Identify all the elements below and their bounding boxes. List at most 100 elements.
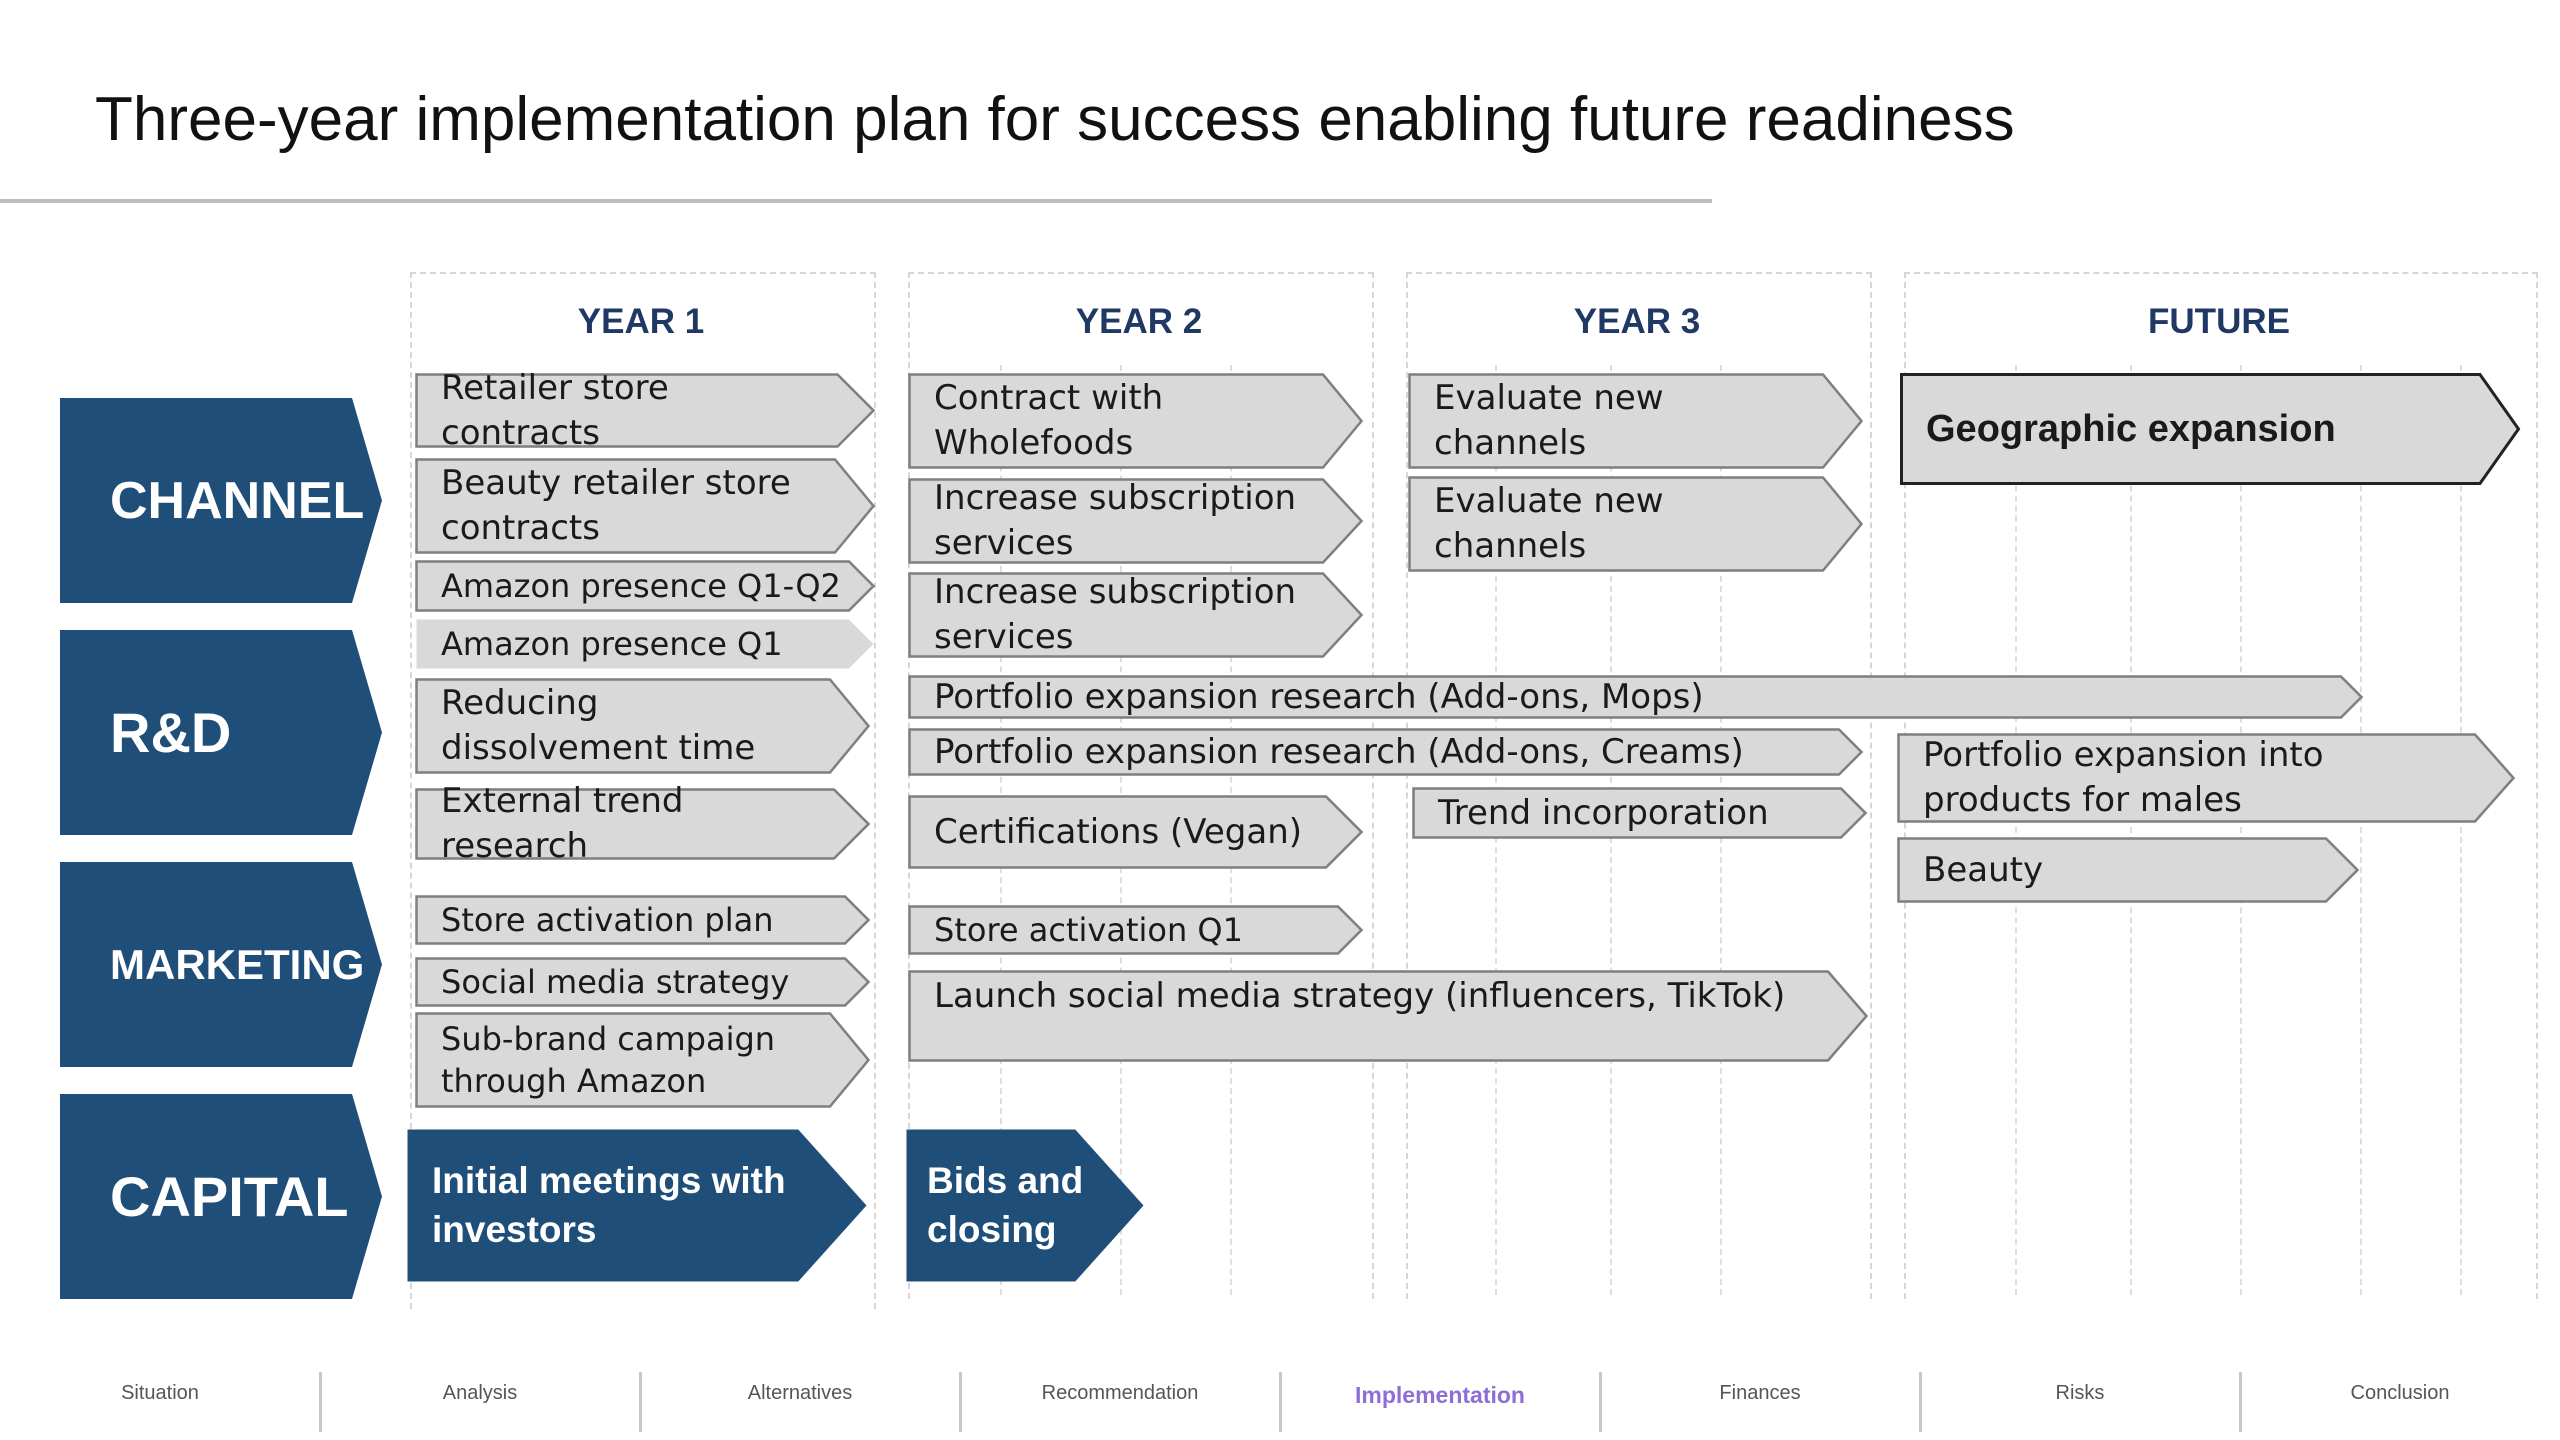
chevron-shape [407,1129,867,1282]
plan-item-label: Social media strategy [441,962,790,1001]
nav-separator [2239,1372,2242,1432]
chevron-body [415,1012,871,1108]
nav-tab-alternatives[interactable]: Alternatives [747,1382,853,1404]
chevron-body [908,970,1869,1062]
chevron-body [908,675,2364,719]
plan-item-label: Launch social media strategy (influencer… [934,976,1786,1016]
chevron-shape [908,478,1364,564]
chevron-shape [416,619,874,669]
nav-tab-finances[interactable]: Finances [1719,1382,1801,1404]
chevron-body [1900,373,2521,485]
plan-item-label: Beauty [1923,849,2044,890]
plan-item-label: Evaluate new channels [1434,378,1664,463]
nav-tab-recommendation[interactable]: Recommendation [1041,1382,1199,1404]
nav-separator [319,1372,322,1432]
chevron-shape [908,675,2364,719]
plan-item-randd-year-2-13: Portfolio expansion research (Add-ons, M… [908,675,2364,719]
chevron-body [407,1129,867,1282]
chevron-body [1897,837,2360,903]
quarter-gridline [2240,365,2242,1295]
nav-tab-implementation[interactable]: Implementation [1355,1382,1525,1408]
plan-item-label: Contract with Wholefoods [934,378,1164,463]
title-divider [0,199,1712,203]
chevron-body [908,478,1364,564]
plan-item-label: Geographic expansion [1926,407,2336,450]
row-label-marketing: MARKETING [60,862,382,1067]
nav-separator [1599,1372,1602,1432]
plan-item-randd-year-3-16: Trend incorporation [1412,787,1868,839]
plan-item-label: Initial meetings with investors [432,1159,786,1250]
plan-item-marketing-year-1-21: Sub-brand campaign through Amazon [415,1012,871,1108]
plan-item-randd-year-2-14: Portfolio expansion research (Add-ons, C… [908,728,1864,776]
chevron-shape [908,970,1869,1062]
quarter-gridline [2015,365,2017,1295]
plan-item-marketing-year-2-22: Store activation Q1 [908,905,1364,955]
chevron-shape [1897,733,2516,823]
column-year-3 [1406,272,1872,1299]
chevron-shape [1408,373,1864,469]
chevron-body [1897,733,2516,823]
chevron-body [415,560,876,612]
chevron-shape [415,458,876,554]
chevron-body [906,1129,1144,1282]
plan-item-label: Store activation plan [441,900,774,939]
nav-tab-risks[interactable]: Risks [2055,1382,2105,1404]
plan-item-label: Bids and closing [927,1160,1084,1250]
nav-tab-conclusion[interactable]: Conclusion [2350,1382,2450,1404]
plan-item-randd-year-1-11: Reducing dissolvement time [415,678,871,774]
chevron-shape [415,895,871,945]
chevron-body [908,795,1364,869]
quarter-gridline [2460,365,2462,1295]
nav-separator [1919,1372,1922,1432]
chevron-body [908,373,1364,469]
nav-separator [639,1372,642,1432]
plan-item-label: Portfolio expansion research (Add-ons, M… [934,676,1704,717]
chevron-body [415,678,871,774]
plan-item-channel-year-1-3: Amazon presence Q1-Q2 [415,560,876,612]
plan-item-label: Beauty retailer store contracts [441,463,791,548]
column-year-2 [908,272,1374,1299]
plan-item-label: Increase subscription services [934,478,1297,563]
chevron-body [908,572,1364,658]
plan-item-channel-year-2-6: Increase subscription services [908,478,1364,564]
plan-item-channel-year-2-5: Contract with Wholefoods [908,373,1364,469]
chevron-body [1408,373,1864,469]
nav-tab-analysis[interactable]: Analysis [442,1382,518,1404]
nav-separator [959,1372,962,1432]
plan-item-channel-year-3-9: Evaluate new channels [1408,476,1864,572]
chevron-shape [1900,373,2521,485]
nav-tab-situation[interactable]: Situation [121,1382,199,1404]
plan-item-label: Amazon presence Q1-Q2 [441,566,841,605]
plan-item-channel-year-1-2: Beauty retailer store contracts [415,458,876,554]
plan-item-label: Retailer store contracts [441,367,669,453]
chevron-shape [906,1129,1144,1282]
chevron-shape [415,957,871,1007]
plan-item-label: Sub-brand campaign through Amazon [441,1019,776,1100]
chevron-body [415,373,876,448]
plan-item-label: Trend incorporation [1438,792,1769,833]
plan-item-randd-year-2-15: Certifications (Vegan) [908,795,1364,869]
column-year-1 [410,272,876,1309]
plan-item-channel-future-10: Geographic expansion [1900,373,2521,485]
chevron-body [908,728,1864,776]
chevron-body [908,905,1364,955]
plan-item-label: Amazon presence Q1 [441,624,783,663]
column-header-year-1: YEAR 1 [577,302,705,341]
plan-item-label: Evaluate new channels [1434,481,1664,566]
chevron-shape [1408,476,1864,572]
plan-item-label: Increase subscription services [934,572,1297,657]
plan-item-marketing-year-1-20: Social media strategy [415,957,871,1007]
plan-item-label: Reducing dissolvement time [441,683,756,768]
plan-item-marketing-year-2-23: Launch social media strategy (influencer… [908,970,1869,1062]
chevron-body [415,788,871,860]
column-header-year-3: YEAR 3 [1573,302,1701,341]
chevron-shape [415,1012,871,1108]
plan-item-randd-future-18: Beauty [1897,837,2360,903]
plan-item-label: Certifications (Vegan) [934,811,1303,852]
chevron-shape [415,788,871,860]
chevron-shape [908,373,1364,469]
chevron-body [416,619,874,669]
row-label-channel: CHANNEL [60,398,382,603]
plan-item-label: Portfolio expansion into products for ma… [1923,735,2324,820]
chevron-body [415,895,871,945]
